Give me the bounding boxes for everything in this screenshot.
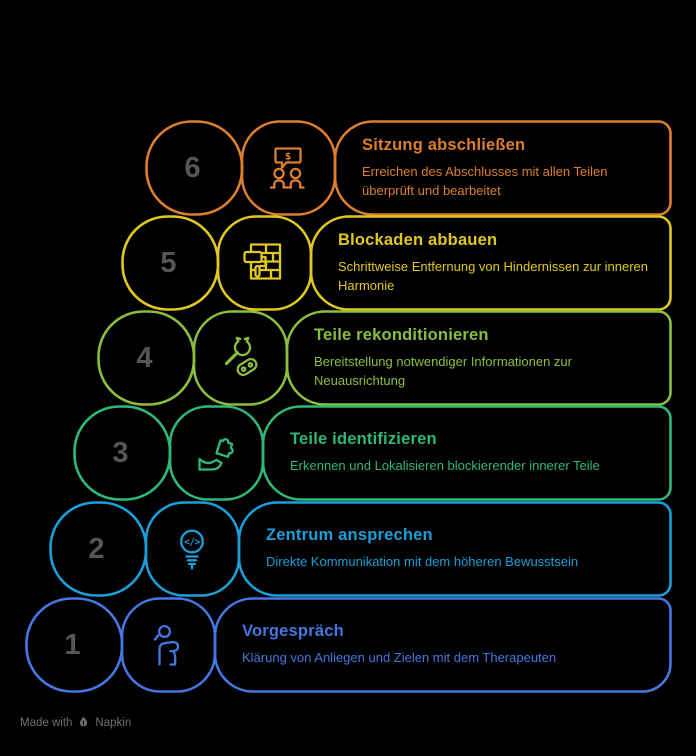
step-number: 5 [160, 246, 178, 279]
step-row-4: 4 Teile rekonditionieren Bereitstellung … [97, 310, 672, 406]
step-title: Zentrum ansprechen [266, 526, 433, 545]
deal-discussion-icon: $ [269, 147, 305, 189]
hand-puzzle-icon [198, 438, 234, 471]
step-2-outline [49, 501, 672, 597]
step-title: Teile identifizieren [290, 430, 437, 449]
wrench-link-icon [224, 336, 258, 377]
step-description: Direkte Kommunikation mit dem höheren Be… [266, 554, 579, 570]
step-description: Bereitstellung notwendiger Informationen… [314, 353, 572, 389]
svg-text:$: $ [285, 149, 292, 162]
step-6-outline [145, 120, 672, 216]
step-title: Teile rekonditionieren [314, 325, 489, 344]
text-panel-outline [333, 120, 672, 216]
step-number: 4 [136, 341, 154, 374]
step-title: Vorgespräch [242, 622, 344, 641]
step-5-outline [121, 215, 672, 311]
step-row-5: 5 Blockaden abbauen Schrittweise Entfern… [121, 215, 672, 311]
step-row-1: 1 Vorgespräch Klärung von Anliegen und Z… [25, 597, 672, 693]
text-panel-outline [213, 597, 672, 693]
made-with-napkin[interactable]: Made with Napkin [20, 716, 131, 729]
step-description: Erreichen des Abschlusses mit allen Teil… [362, 163, 608, 199]
step-title: Sitzung abschließen [362, 135, 526, 154]
step-text: Teile identifizieren Erkennen und Lokali… [290, 405, 656, 501]
step-row-6: 6 $ Sitzung abschließen Erreichen des Ab… [145, 120, 672, 216]
step-description: Erkennen und Lokalisieren blockierender … [290, 458, 600, 474]
step-number: 2 [88, 532, 106, 565]
lightbulb-code-icon: </> [180, 529, 204, 570]
step-text: Blockaden abbauen Schrittweise Entfernun… [338, 215, 656, 311]
step-4-outline [97, 310, 672, 406]
step-text: Vorgespräch Klärung von Anliegen und Zie… [242, 597, 656, 693]
step-number: 3 [112, 436, 130, 469]
step-text: Sitzung abschließen Erreichen des Abschl… [362, 120, 656, 216]
text-panel-outline [237, 501, 672, 597]
step-title: Blockaden abbauen [338, 230, 498, 249]
text-panel-outline [261, 405, 672, 501]
step-row-3: 3 Teile identifizieren Erkennen und Loka… [73, 405, 672, 501]
step-row-2: 2 </> Zentrum ansprechen Direkte Kommuni… [49, 501, 672, 597]
step-number: 6 [184, 151, 202, 184]
made-with-text: Made with [20, 716, 73, 729]
brand-text: Napkin [95, 716, 132, 729]
step-description: Klärung von Anliegen und Zielen mit dem … [242, 650, 557, 666]
person-consultation-icon [153, 624, 180, 666]
step-3-outline [73, 405, 672, 501]
step-description: Schrittweise Entfernung von Hindernissen… [338, 258, 649, 294]
paint-roller-wall-icon [243, 243, 282, 280]
step-text: Zentrum ansprechen Direkte Kommunikation… [266, 501, 656, 597]
text-panel-outline [285, 310, 672, 406]
step-text: Teile rekonditionieren Bereitstellung no… [314, 310, 656, 406]
step-number: 1 [64, 628, 82, 661]
text-panel-outline [309, 215, 672, 311]
svg-text:</>: </> [184, 537, 200, 548]
step-1-outline [25, 597, 672, 693]
pen-nib-icon [80, 717, 88, 727]
